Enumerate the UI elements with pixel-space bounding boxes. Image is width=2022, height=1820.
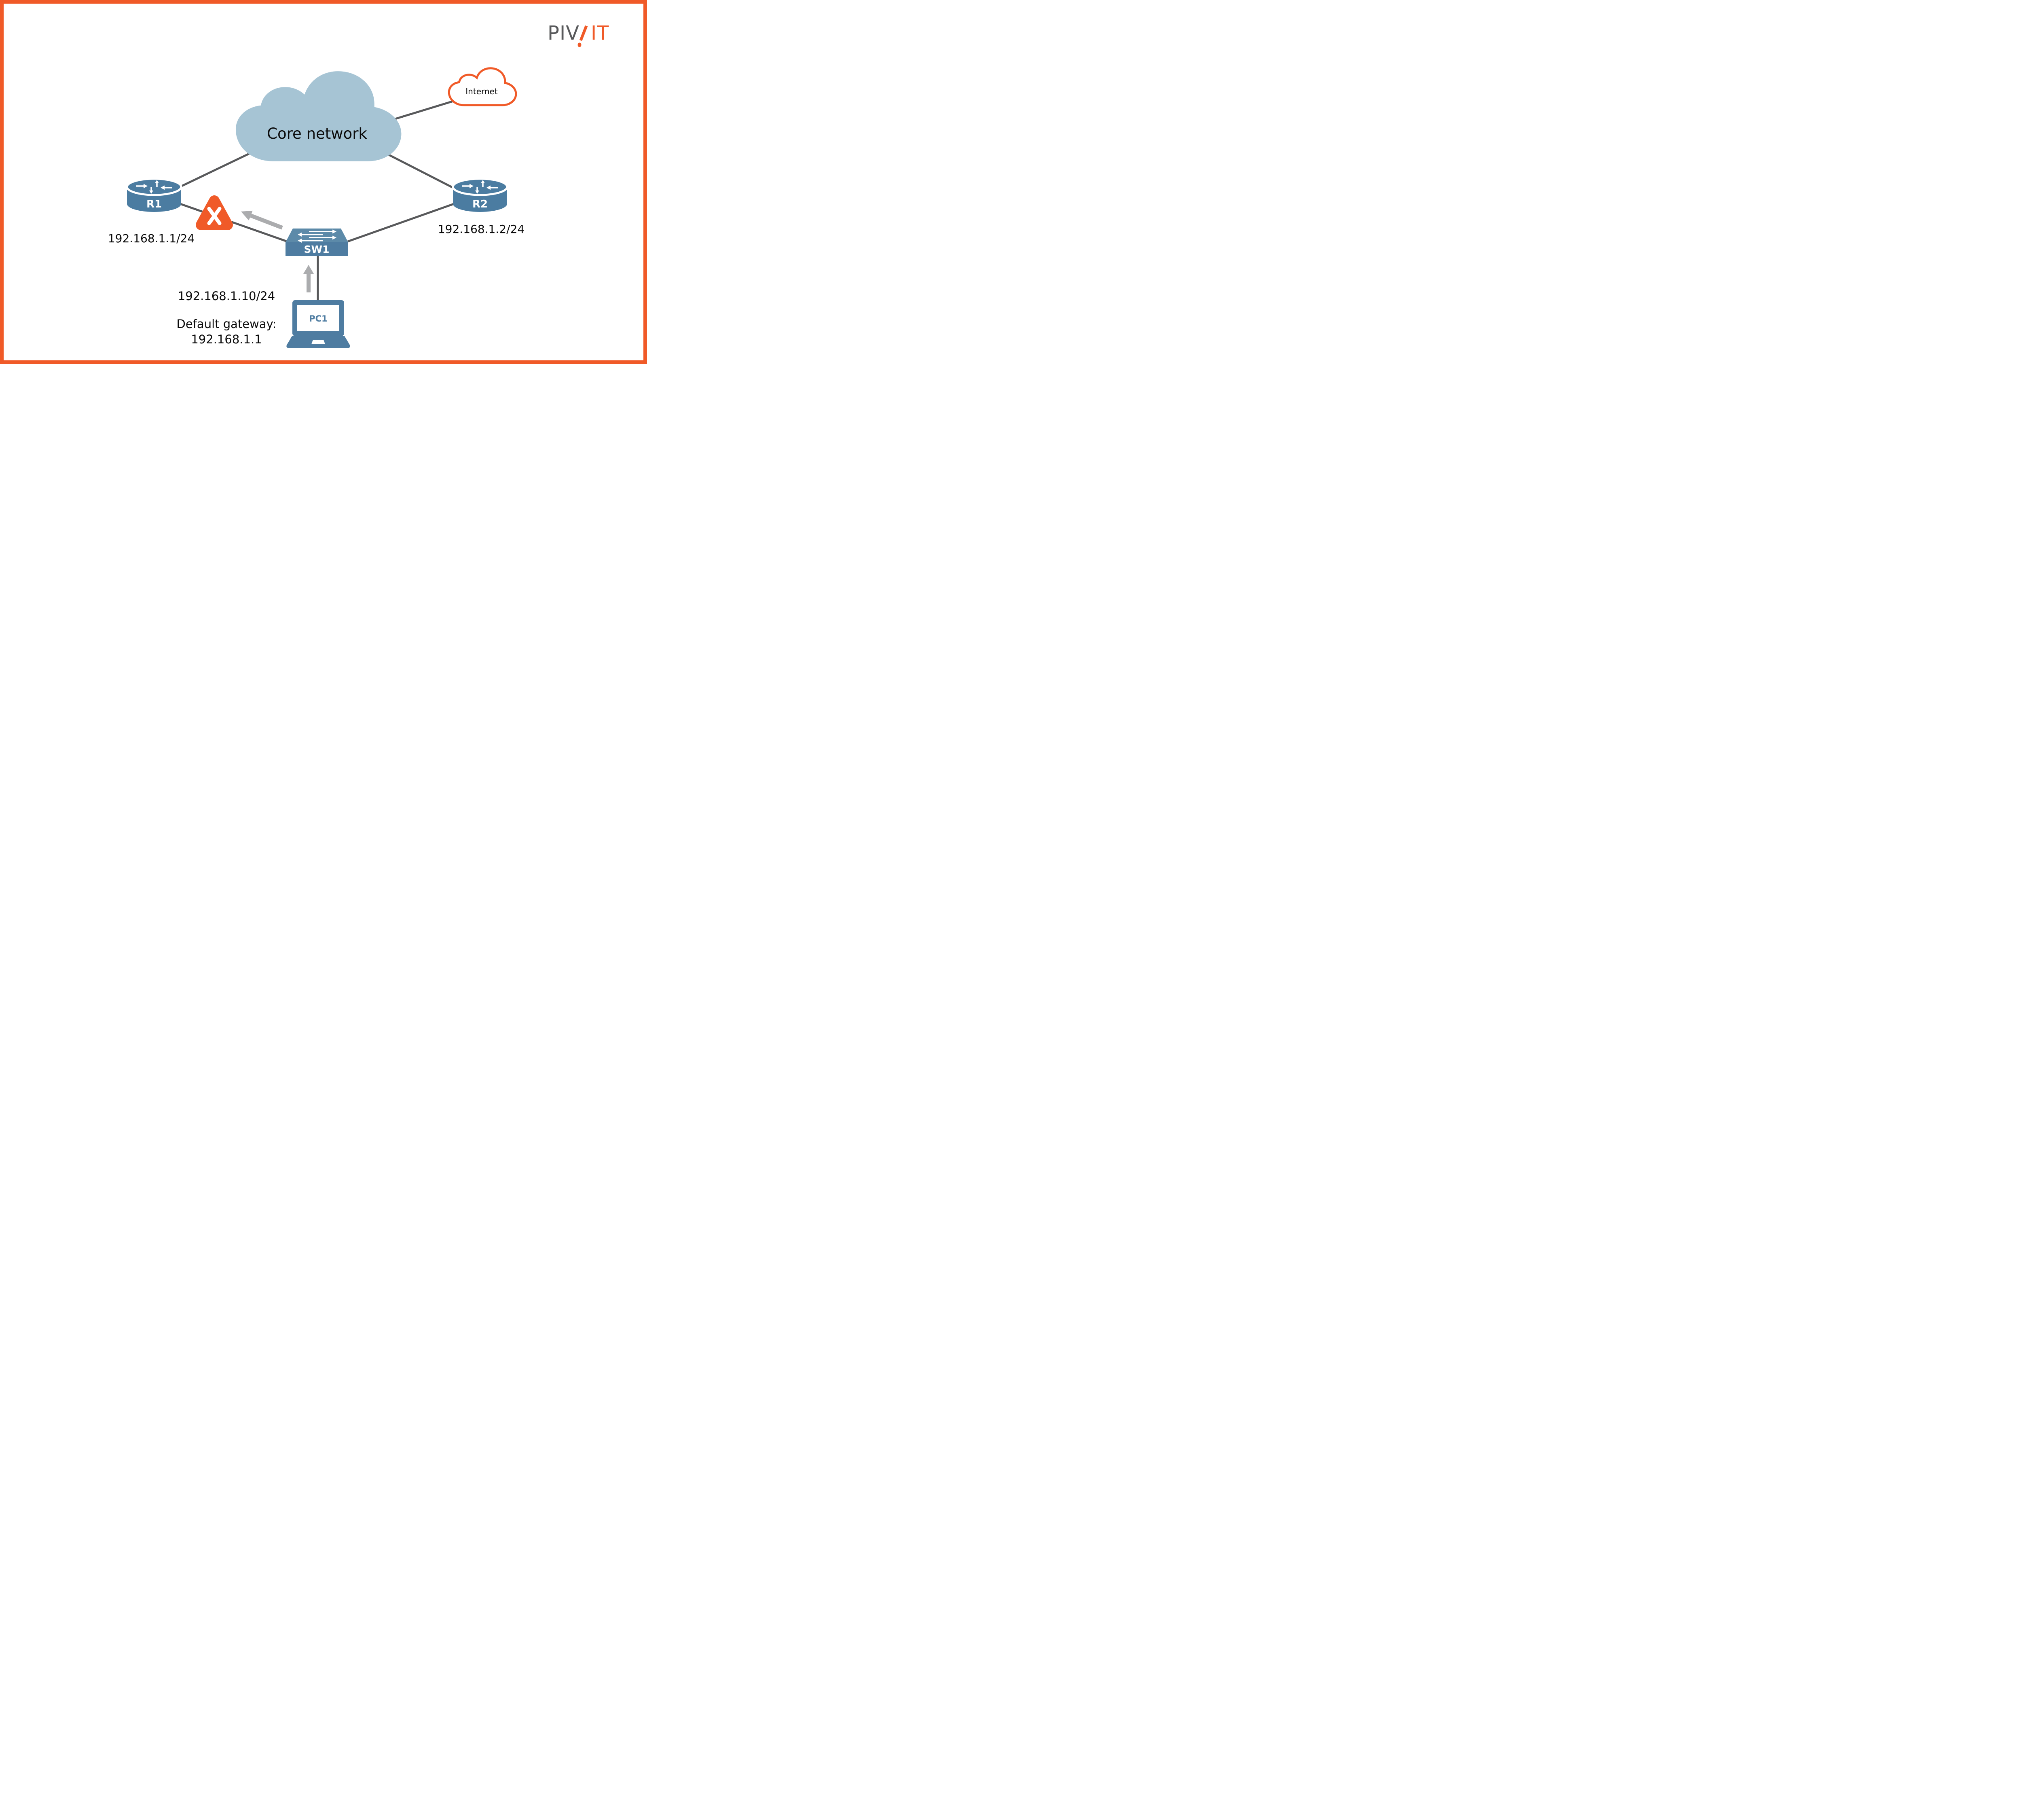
pc1-trackpad: [311, 340, 325, 344]
router-r2-top: [452, 178, 508, 196]
logo-text-gray: PIV: [548, 22, 580, 44]
logo-slash: [579, 25, 588, 41]
diagram-frame: Core network Internet R1: [0, 0, 647, 364]
core-cloud-label: Core network: [267, 125, 367, 142]
switch-sw1-front: [286, 242, 348, 256]
r2-ip-label: 192.168.1.2/24: [438, 222, 525, 236]
failure-triangle: [196, 195, 233, 230]
links: [176, 100, 458, 301]
traffic-arrow-to-r1: [241, 210, 283, 230]
logo-dot: [577, 42, 582, 47]
router-r1-label: R1: [146, 198, 162, 210]
link-failure-icon: [196, 195, 233, 230]
core-network-cloud: [236, 71, 402, 161]
default-gateway-ip: 192.168.1.1: [191, 332, 262, 346]
link-core-internet: [395, 100, 454, 120]
pc1-label: PC1: [309, 314, 327, 324]
link-core-r1: [179, 152, 250, 188]
switch-arrows-icon: [298, 229, 336, 243]
default-gateway-label: Default gateway:: [177, 317, 277, 331]
pc1-ip-label: 192.168.1.10/24: [178, 289, 275, 303]
link-core-r2: [386, 152, 455, 189]
internet-cloud-shape: [449, 68, 516, 105]
router-r2-bottom: [453, 196, 507, 212]
r1-ip-label: 192.168.1.1/24: [108, 232, 195, 245]
pc1-screen: [297, 305, 339, 331]
router-r2-label: R2: [472, 198, 488, 210]
failure-x-glyph: [207, 207, 222, 225]
core-cloud-shape: [236, 71, 402, 161]
switch-sw1: SW1: [286, 229, 348, 256]
router-arrows-icon: [136, 180, 172, 194]
internet-cloud: [449, 68, 516, 105]
router-r1-top: [126, 178, 182, 196]
switch-sw1-label: SW1: [304, 243, 330, 255]
pivit-logo: PIV IT: [548, 22, 609, 47]
router-r1-bottom: [127, 196, 181, 212]
link-r2-sw1: [347, 201, 458, 243]
laptop-pc1: PC1: [286, 300, 350, 348]
traffic-arrow-pc1-up: [303, 265, 314, 292]
router-arrows-icon: [462, 180, 498, 194]
network-diagram: Core network Internet R1: [108, 22, 609, 348]
logo-text-orange: IT: [591, 22, 609, 44]
router-r2: R2: [452, 178, 508, 212]
internet-cloud-label: Internet: [465, 87, 498, 96]
router-r1: R1: [126, 178, 182, 212]
